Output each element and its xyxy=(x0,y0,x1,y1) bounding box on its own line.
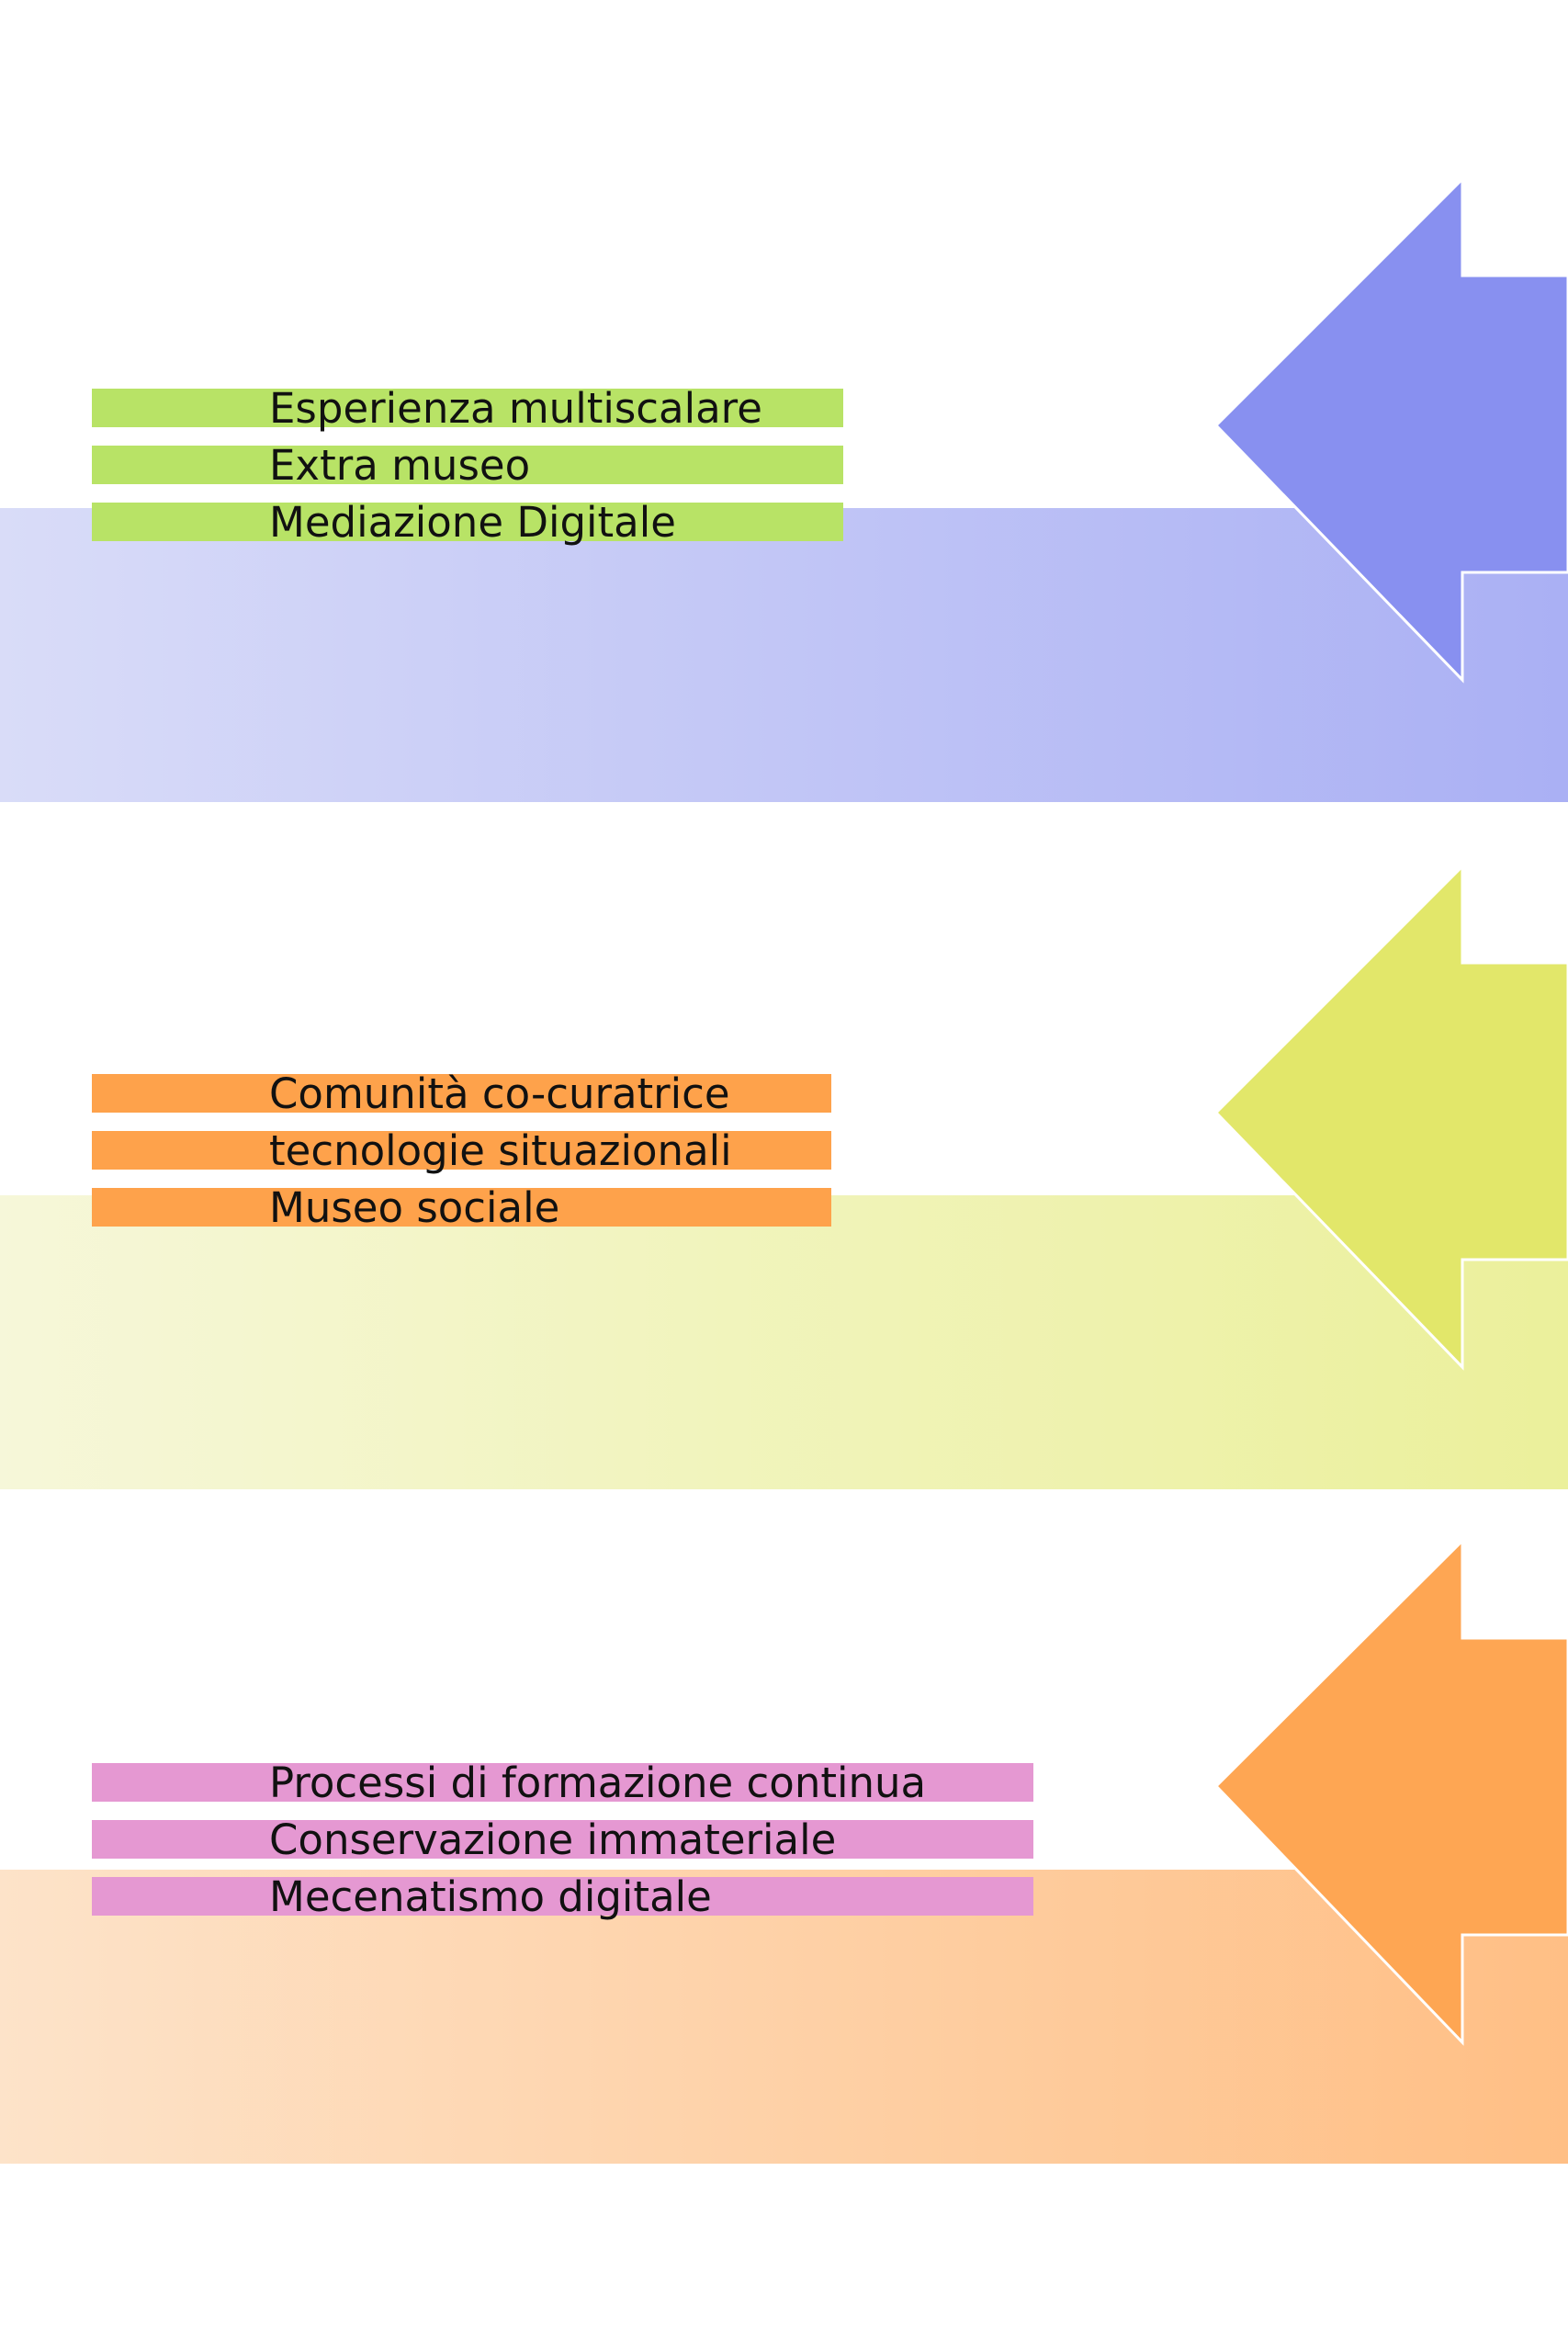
left-arrow-icon xyxy=(1213,1537,1568,2046)
label-stack: Comunità co-curatrice tecnologie situazi… xyxy=(92,1073,831,1245)
label-stack: Esperienza multiscalare Extra museo Medi… xyxy=(92,388,843,560)
tag-label: Esperienza multiscalare xyxy=(92,388,843,429)
flow-band xyxy=(0,1195,1568,1489)
tag-label: Conservazione immateriale xyxy=(92,1819,1033,1860)
flow-band xyxy=(0,1870,1568,2164)
tag-label: Extra museo xyxy=(92,445,843,486)
tag-label: Mediazione Digitale xyxy=(92,502,843,543)
tag-label: Comunità co-curatrice xyxy=(92,1073,831,1114)
left-arrow-icon xyxy=(1213,175,1568,684)
left-arrow-icon xyxy=(1213,863,1568,1371)
tag-label: Museo sociale xyxy=(92,1187,831,1228)
tag-label: Mecenatismo digitale xyxy=(92,1876,1033,1917)
label-stack: Processi di formazione continua Conserva… xyxy=(92,1762,1033,1934)
tag-label: tecnologie situazionali xyxy=(92,1130,831,1171)
tag-label: Processi di formazione continua xyxy=(92,1762,1033,1804)
flow-band xyxy=(0,508,1568,802)
